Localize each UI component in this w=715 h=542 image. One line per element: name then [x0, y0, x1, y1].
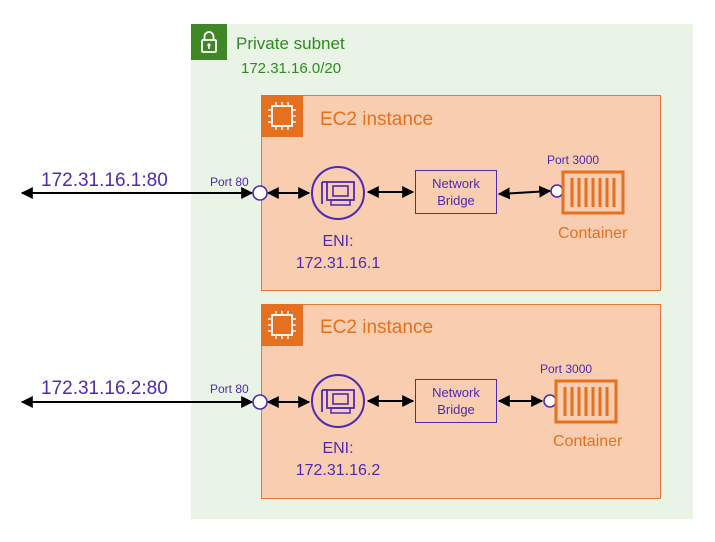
- subnet-title: Private subnet: [236, 34, 345, 53]
- bridge-label-line2: Bridge: [437, 193, 475, 208]
- ec2-icon-badge: [261, 304, 303, 346]
- container-icon: [561, 170, 625, 215]
- chip-icon: [268, 311, 296, 339]
- network-bridge: Network Bridge: [415, 379, 497, 423]
- external-address: 172.31.16.2:80: [41, 378, 168, 399]
- bridge-label-line1: Network: [432, 176, 480, 191]
- host-port-label: Port 80: [210, 175, 249, 189]
- external-address: 172.31.16.1:80: [41, 170, 168, 191]
- ec2-icon-badge: [261, 95, 303, 137]
- lock-icon: [201, 31, 217, 53]
- chip-icon: [268, 102, 296, 130]
- container-label: Container: [553, 433, 623, 450]
- eni-label: ENI: 172.31.16.2: [288, 438, 388, 482]
- container-port-circle: [543, 394, 557, 408]
- bridge-container-arrow: [497, 185, 552, 200]
- host-port-circle: [252, 394, 268, 410]
- container-port-circle: [550, 184, 564, 198]
- eni-ip: 172.31.16.2: [295, 462, 381, 479]
- network-interface-icon: [311, 166, 365, 220]
- container-label: Container: [558, 225, 628, 242]
- network-bridge: Network Bridge: [415, 170, 497, 214]
- eni-label: ENI: 172.31.16.1: [288, 231, 388, 275]
- eni-title: ENI:: [322, 233, 354, 250]
- subnet-icon-badge: [191, 24, 227, 60]
- ec2-instance-title: EC2 instance: [320, 317, 434, 338]
- network-interface-icon: [311, 374, 365, 428]
- subnet-cidr: 172.31.16.0/20: [241, 60, 342, 77]
- container-port-label: Port 3000: [547, 153, 600, 167]
- eni-title: ENI:: [322, 440, 354, 457]
- host-port-circle: [252, 185, 268, 201]
- ec2-instance-title: EC2 instance: [320, 109, 434, 130]
- host-port-label: Port 80: [210, 382, 249, 396]
- bridge-label-line2: Bridge: [437, 402, 475, 417]
- container-port-label: Port 3000: [540, 362, 593, 376]
- container-icon: [554, 379, 618, 424]
- bridge-label-line1: Network: [432, 385, 480, 400]
- eni-ip: 172.31.16.1: [295, 255, 381, 272]
